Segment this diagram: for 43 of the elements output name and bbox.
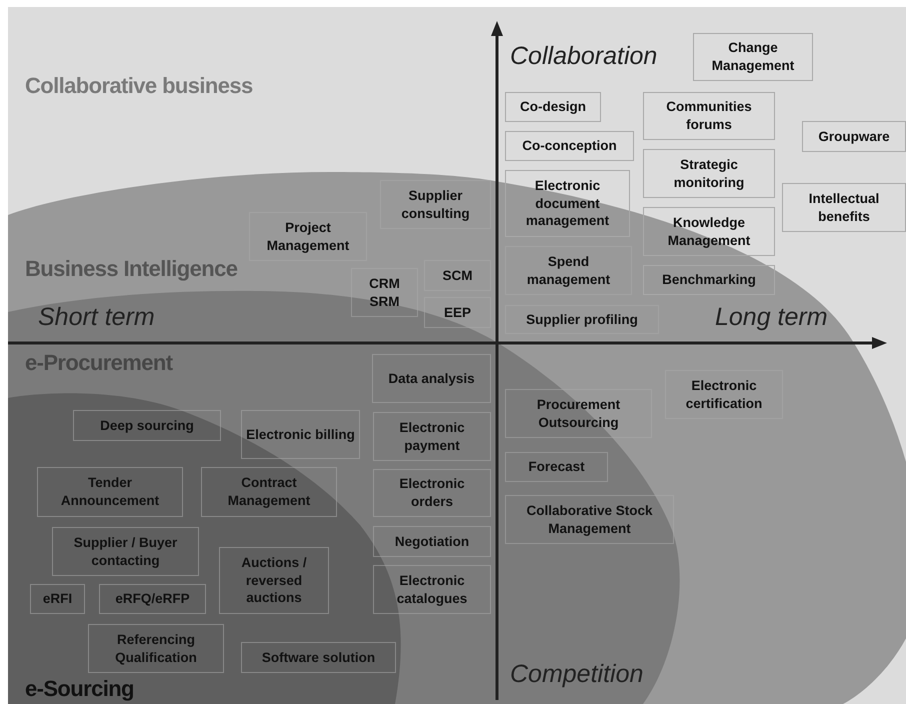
term-box: Data analysis <box>372 354 491 403</box>
term-box: Groupware <box>802 121 906 152</box>
term-box: Negotiation <box>373 526 491 557</box>
region-title: Collaborative business <box>25 73 253 99</box>
term-box: Intellectual benefits <box>782 183 906 232</box>
axis-label: Short term <box>38 303 155 332</box>
term-box: Electronic catalogues <box>373 565 491 614</box>
term-box: Co-design <box>505 92 601 122</box>
term-box: Project Management <box>249 212 367 261</box>
term-box: Electronic document management <box>505 170 630 237</box>
term-box: Electronic certification <box>665 370 783 419</box>
axis-label: Competition <box>510 660 644 689</box>
term-box: Supplier / Buyer contacting <box>52 527 199 576</box>
term-box: Communities forums <box>643 92 775 140</box>
term-box: eRFI <box>30 584 85 614</box>
term-box: Software solution <box>241 642 396 673</box>
term-box: Referencing Qualification <box>88 624 224 673</box>
term-box: Supplier profiling <box>505 305 659 334</box>
term-box: EEP <box>424 297 491 328</box>
axis-label: Collaboration <box>510 42 658 71</box>
term-box: Supplier consulting <box>380 180 491 229</box>
term-box: Benchmarking <box>643 265 775 295</box>
term-box: Electronic billing <box>241 410 360 459</box>
region-title: e-Sourcing <box>25 676 134 702</box>
term-box: Contract Management <box>201 467 337 517</box>
term-box: Tender Announcement <box>37 467 183 517</box>
term-box: CRM SRM <box>351 268 418 317</box>
region-title: Business Intelligence <box>25 256 238 282</box>
term-box: eRFQ/eRFP <box>99 584 206 614</box>
term-box: Electronic orders <box>373 469 491 517</box>
term-box: Forecast <box>505 452 608 482</box>
term-box: SCM <box>424 260 491 291</box>
term-box: Co-conception <box>505 131 634 161</box>
term-box: Deep sourcing <box>73 410 221 441</box>
term-box: Electronic payment <box>373 412 491 461</box>
term-box: Change Management <box>693 33 813 81</box>
axis-label: Long term <box>715 303 828 332</box>
term-box: Auctions / reversed auctions <box>219 547 329 614</box>
term-box: Knowledge Management <box>643 207 775 256</box>
term-box: Collaborative Stock Management <box>505 495 674 544</box>
term-box: Procurement Outsourcing <box>505 389 652 438</box>
term-box: Strategic monitoring <box>643 149 775 198</box>
term-box: Spend management <box>505 246 632 295</box>
